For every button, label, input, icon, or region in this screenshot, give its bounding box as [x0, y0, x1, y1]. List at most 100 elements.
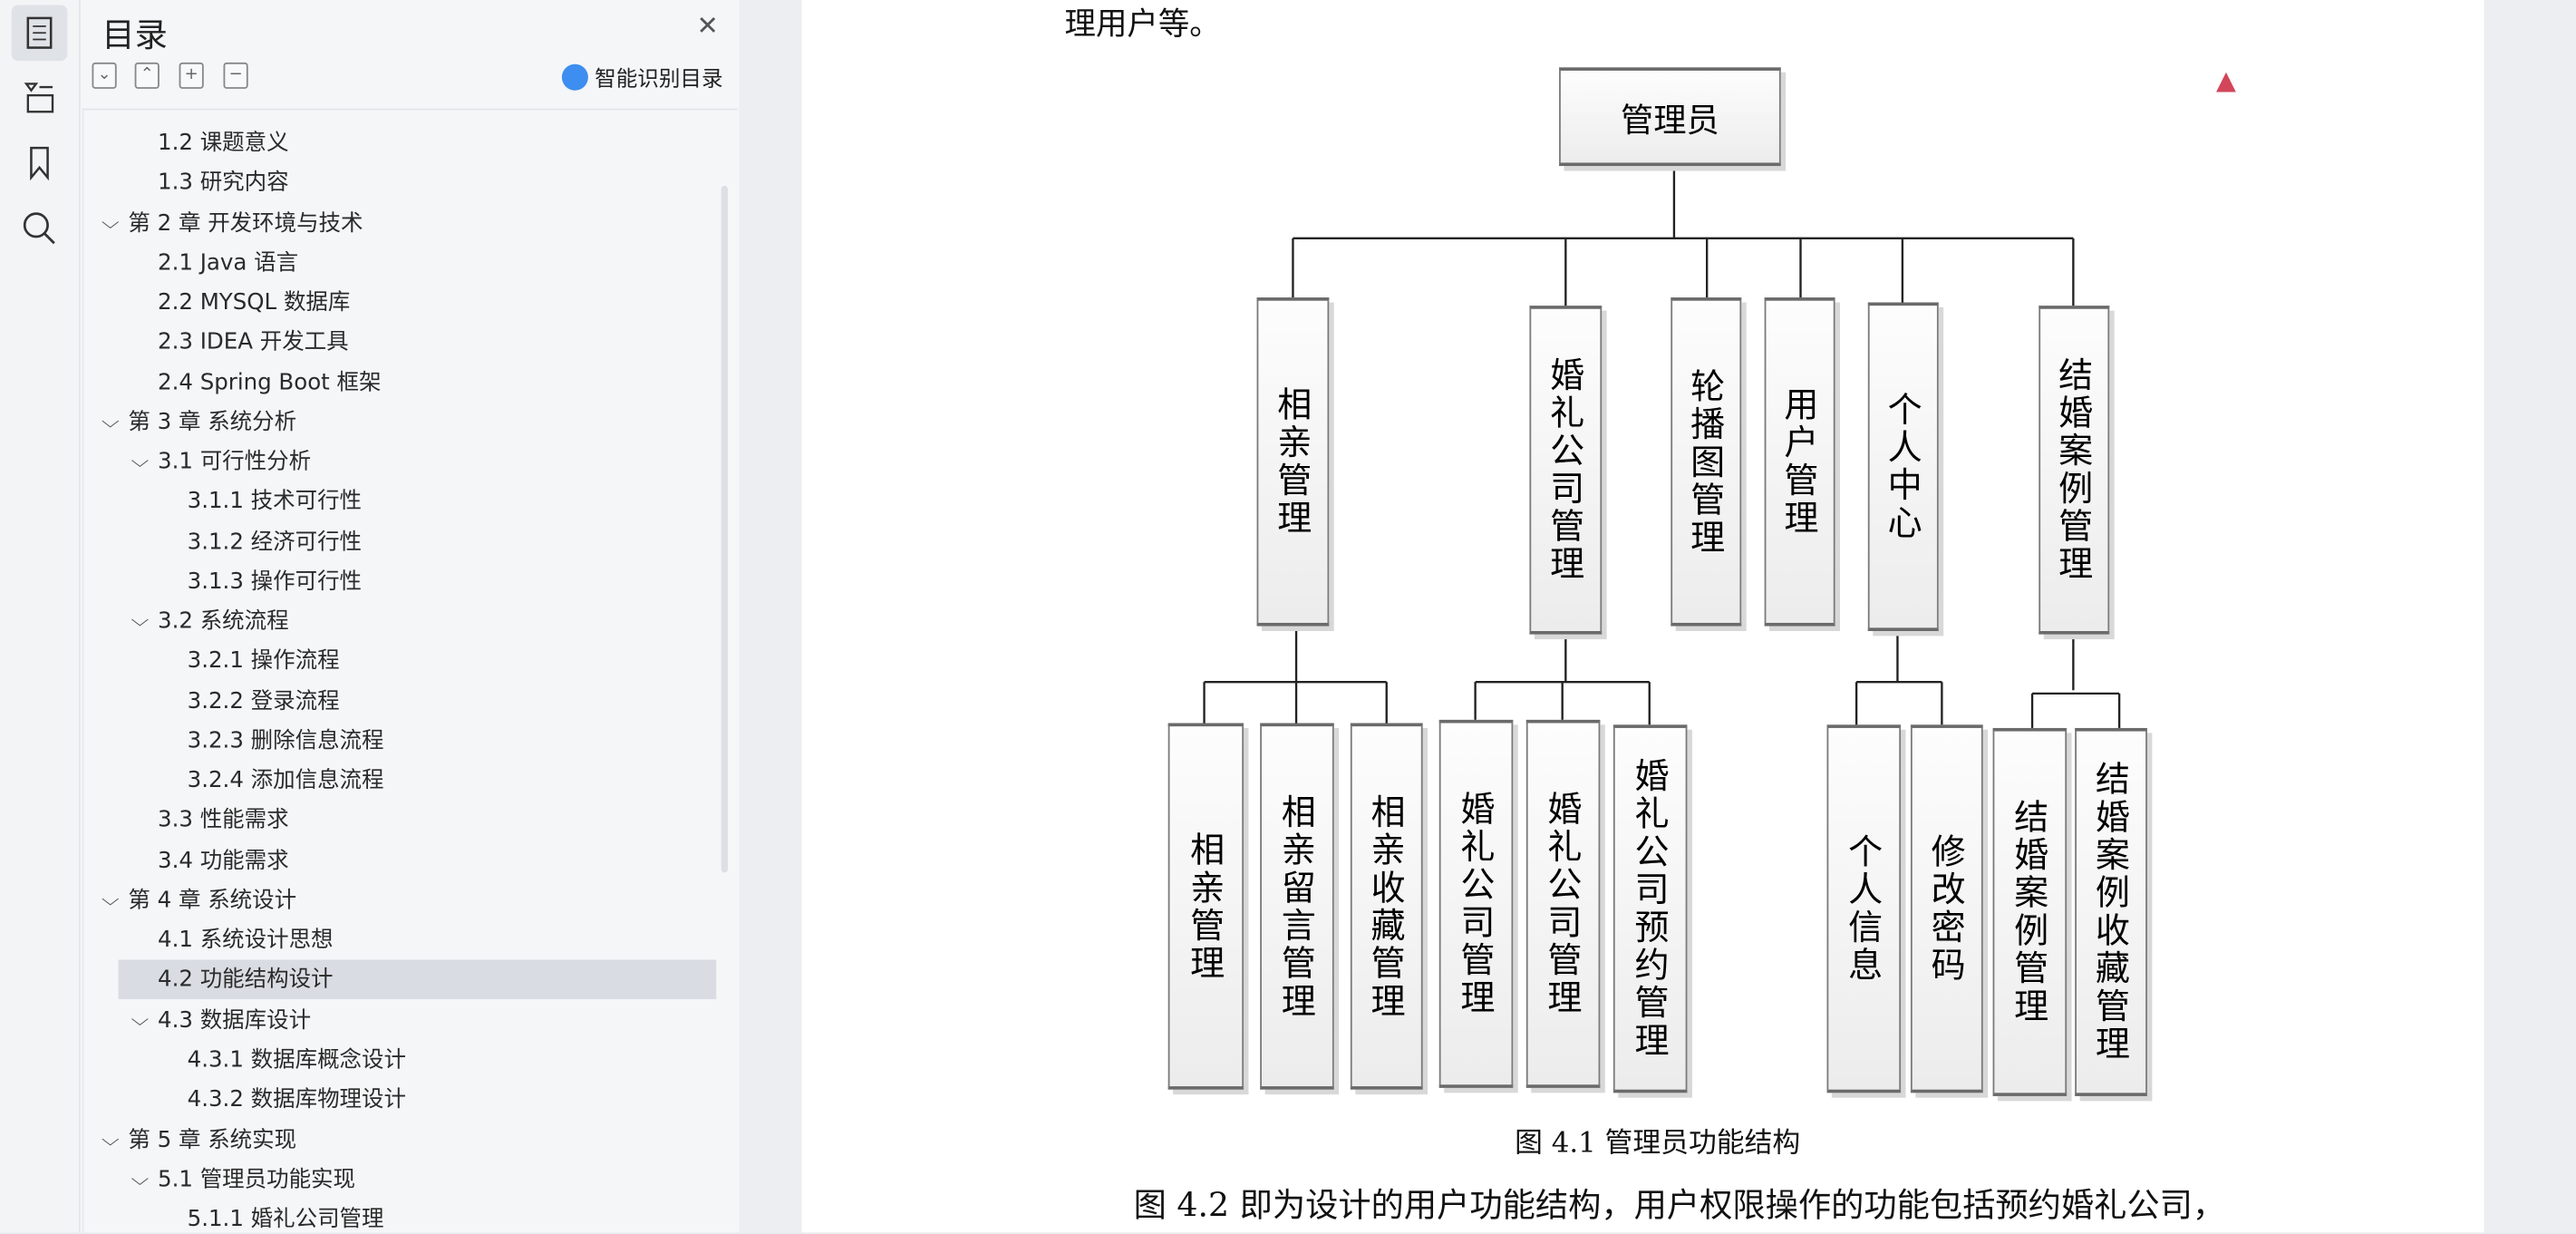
node-level1: 结婚案例管理 — [2039, 306, 2109, 635]
node-label: 婚礼公司管理 — [1541, 356, 1590, 583]
outline-icon[interactable] — [12, 69, 68, 125]
node-level2: 婚礼公司预约管理 — [1613, 724, 1688, 1093]
expand-all-button[interactable]: ⌄ — [92, 63, 117, 89]
toc-item[interactable]: 4.2 功能结构设计 — [83, 960, 737, 1000]
node-level2: 修改密码 — [1911, 724, 1983, 1093]
toc-item[interactable]: 2.4 Spring Boot 框架 — [83, 363, 737, 403]
chevron-down-icon[interactable]: ⌵ — [102, 403, 120, 442]
node-label: 婚礼公司管理 — [1451, 791, 1500, 1017]
toc-item[interactable]: 3.2.1 操作流程 — [83, 642, 737, 682]
toc-item-label: 第 3 章 系统分析 — [128, 403, 296, 442]
smart-recognize-label: 智能识别目录 — [595, 61, 722, 92]
node-level1: 婚礼公司管理 — [1529, 306, 1602, 635]
toc-item-label: 3.1.1 技术可行性 — [188, 482, 362, 522]
toc-item[interactable]: ⌵3.2 系统流程 — [83, 602, 737, 642]
toc-item-label: 3.1.3 操作可行性 — [188, 562, 362, 602]
toc-item-label: 第 5 章 系统实现 — [128, 1120, 296, 1160]
toc-item[interactable]: 3.1.3 操作可行性 — [83, 562, 737, 602]
chevron-down-icon[interactable]: ⌵ — [131, 1000, 150, 1040]
node-label: 修改密码 — [1922, 833, 1971, 985]
toc-item-label: 2.1 Java 语言 — [158, 243, 298, 283]
node-label: 相亲管理 — [1268, 386, 1317, 538]
toc-item[interactable]: 4.1 系统设计思想 — [83, 920, 737, 960]
document-page: 理用户等。 — [802, 0, 2484, 1232]
toc-item[interactable]: 1.3 研究内容 — [83, 163, 737, 203]
toc-item-label: 1.3 研究内容 — [158, 163, 289, 203]
toc-item-label: 3.4 功能需求 — [158, 840, 289, 880]
panel-gap — [740, 0, 802, 1232]
add-entry-button[interactable]: + — [179, 63, 204, 89]
node-label: 管理员 — [1621, 92, 1719, 141]
toc-item[interactable]: ⌵第 4 章 系统设计 — [83, 880, 737, 920]
node-label: 轮播图管理 — [1681, 367, 1730, 556]
node-level2: 个人信息 — [1827, 724, 1902, 1093]
toc-item-label: 4.2 功能结构设计 — [158, 960, 334, 1000]
chevron-down-icon[interactable]: ⌵ — [102, 203, 120, 243]
right-gutter — [2484, 0, 2576, 1232]
node-level2: 相亲收藏管理 — [1351, 724, 1423, 1090]
chevron-down-icon[interactable]: ⌵ — [131, 1160, 150, 1200]
toc-item[interactable]: 5.1.1 婚礼公司管理 — [83, 1200, 737, 1234]
toc-item-label: 3.2.3 删除信息流程 — [188, 721, 384, 761]
toc-item-label: 3.2.1 操作流程 — [188, 642, 340, 682]
node-label: 相亲收藏管理 — [1362, 793, 1411, 1020]
toc-item[interactable]: ⌵第 3 章 系统分析 — [83, 403, 737, 442]
toc-item[interactable]: ⌵4.3 数据库设计 — [83, 1000, 737, 1040]
node-label: 用户管理 — [1775, 386, 1824, 538]
node-level2: 结婚案例管理 — [1993, 728, 2068, 1096]
toc-item[interactable]: 2.3 IDEA 开发工具 — [83, 323, 737, 363]
node-label: 结婚案例管理 — [2005, 799, 2054, 1025]
toc-item[interactable]: 2.1 Java 语言 — [83, 243, 737, 283]
toc-item[interactable]: 3.1.1 技术可行性 — [83, 482, 737, 522]
left-icon-bar — [0, 0, 81, 1232]
chevron-down-icon[interactable]: ⌵ — [131, 442, 150, 482]
toc-item[interactable]: ⌵第 2 章 开发环境与技术 — [83, 203, 737, 243]
panel-title: 目录 — [102, 8, 168, 56]
toc-item-label: 第 2 章 开发环境与技术 — [128, 203, 363, 243]
toc-item-label: 4.3.1 数据库概念设计 — [188, 1040, 406, 1080]
node-level1: 轮播图管理 — [1671, 297, 1741, 627]
node-label: 个人信息 — [1839, 833, 1888, 985]
toc-item[interactable]: ⌵第 5 章 系统实现 — [83, 1120, 737, 1160]
bookmark-icon[interactable] — [12, 135, 68, 191]
node-level2: 婚礼公司管理 — [1526, 720, 1601, 1088]
node-level2: 相亲留言管理 — [1260, 724, 1334, 1090]
toc-item[interactable]: 4.3.1 数据库概念设计 — [83, 1040, 737, 1080]
chevron-down-icon[interactable]: ⌵ — [102, 1120, 120, 1160]
toc-item[interactable]: 3.1.2 经济可行性 — [83, 522, 737, 562]
search-icon[interactable] — [12, 200, 68, 257]
toc-item-label: 2.2 MYSQL 数据库 — [158, 283, 350, 323]
toc-item[interactable]: 1.2 课题意义 — [83, 123, 737, 163]
toc-item-label: 4.1 系统设计思想 — [158, 920, 334, 960]
toc-item[interactable]: 3.2.3 删除信息流程 — [83, 721, 737, 761]
toc-item[interactable]: 3.4 功能需求 — [83, 840, 737, 880]
node-label: 结婚案例收藏管理 — [2087, 761, 2135, 1064]
node-label: 个人中心 — [1879, 391, 1928, 542]
node-level1: 用户管理 — [1765, 297, 1835, 627]
toc-item[interactable]: 4.3.2 数据库物理设计 — [83, 1080, 737, 1120]
toc-item[interactable]: 3.2.4 添加信息流程 — [83, 761, 737, 801]
toc-item[interactable]: 3.2.2 登录流程 — [83, 682, 737, 722]
toc-item-label: 2.4 Spring Boot 框架 — [158, 363, 381, 403]
collapse-all-button[interactable]: ⌃ — [135, 63, 160, 89]
toc-item-label: 2.3 IDEA 开发工具 — [158, 323, 349, 363]
node-label: 结婚案例管理 — [2049, 356, 2098, 583]
node-label: 婚礼公司预约管理 — [1625, 758, 1674, 1061]
chevron-down-icon[interactable]: ⌵ — [131, 602, 150, 642]
toc-item-label: 3.2 系统流程 — [158, 602, 289, 642]
toc-icon[interactable] — [12, 5, 68, 61]
toc-item[interactable]: ⌵3.1 可行性分析 — [83, 442, 737, 482]
remove-entry-button[interactable]: − — [224, 63, 248, 89]
toc-item[interactable]: ⌵5.1 管理员功能实现 — [83, 1160, 737, 1200]
node-root: 管理员 — [1559, 67, 1781, 166]
close-icon[interactable]: ✕ — [697, 10, 719, 41]
chevron-down-icon[interactable]: ⌵ — [102, 880, 120, 920]
smart-recognize-toc-button[interactable]: 智能识别目录 — [562, 61, 723, 92]
toc-item[interactable]: 3.3 性能需求 — [83, 801, 737, 840]
node-label: 相亲留言管理 — [1273, 793, 1322, 1020]
toc-item-label: 3.1 可行性分析 — [158, 442, 311, 482]
toc-item-label: 3.2.4 添加信息流程 — [188, 761, 384, 801]
toc-item[interactable]: 2.2 MYSQL 数据库 — [83, 283, 737, 323]
toc-item-label: 1.2 课题意义 — [158, 123, 289, 163]
